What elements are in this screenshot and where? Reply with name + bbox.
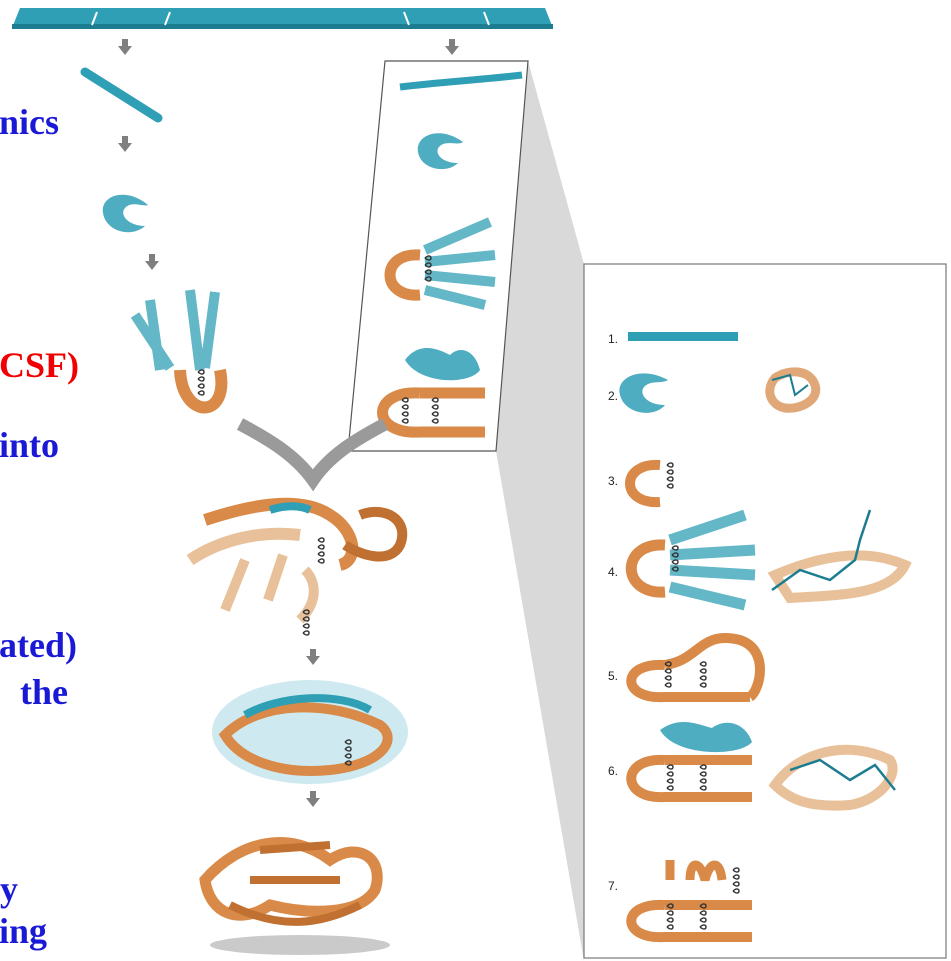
zoom-box — [348, 61, 528, 451]
step-number: 6. — [608, 764, 618, 778]
step-number: 2. — [608, 389, 618, 403]
arrow-down-icon — [118, 136, 132, 152]
arrow-down-icon — [306, 649, 320, 665]
arrow-down-icon — [445, 39, 459, 55]
step-number: 7. — [608, 879, 618, 893]
step-number: 5. — [608, 669, 618, 683]
step-number: 3. — [608, 474, 618, 488]
ribbon-native-fold — [205, 843, 390, 955]
ribbon-molten-globule — [212, 680, 408, 784]
arrow-down-icon — [145, 254, 159, 270]
step-number: 4. — [608, 565, 618, 579]
ribbon-intermediate — [190, 504, 402, 635]
arrow-down-icon — [306, 791, 320, 807]
left-pathway — [85, 72, 221, 408]
merge-arrow — [240, 424, 385, 480]
detail-panel: 1. 2. 3. 4. 5. 6. 7. — [584, 264, 946, 958]
arrow-down-icon — [118, 39, 132, 55]
step-number: 1. — [608, 332, 618, 346]
polypeptide-bar — [12, 8, 553, 29]
